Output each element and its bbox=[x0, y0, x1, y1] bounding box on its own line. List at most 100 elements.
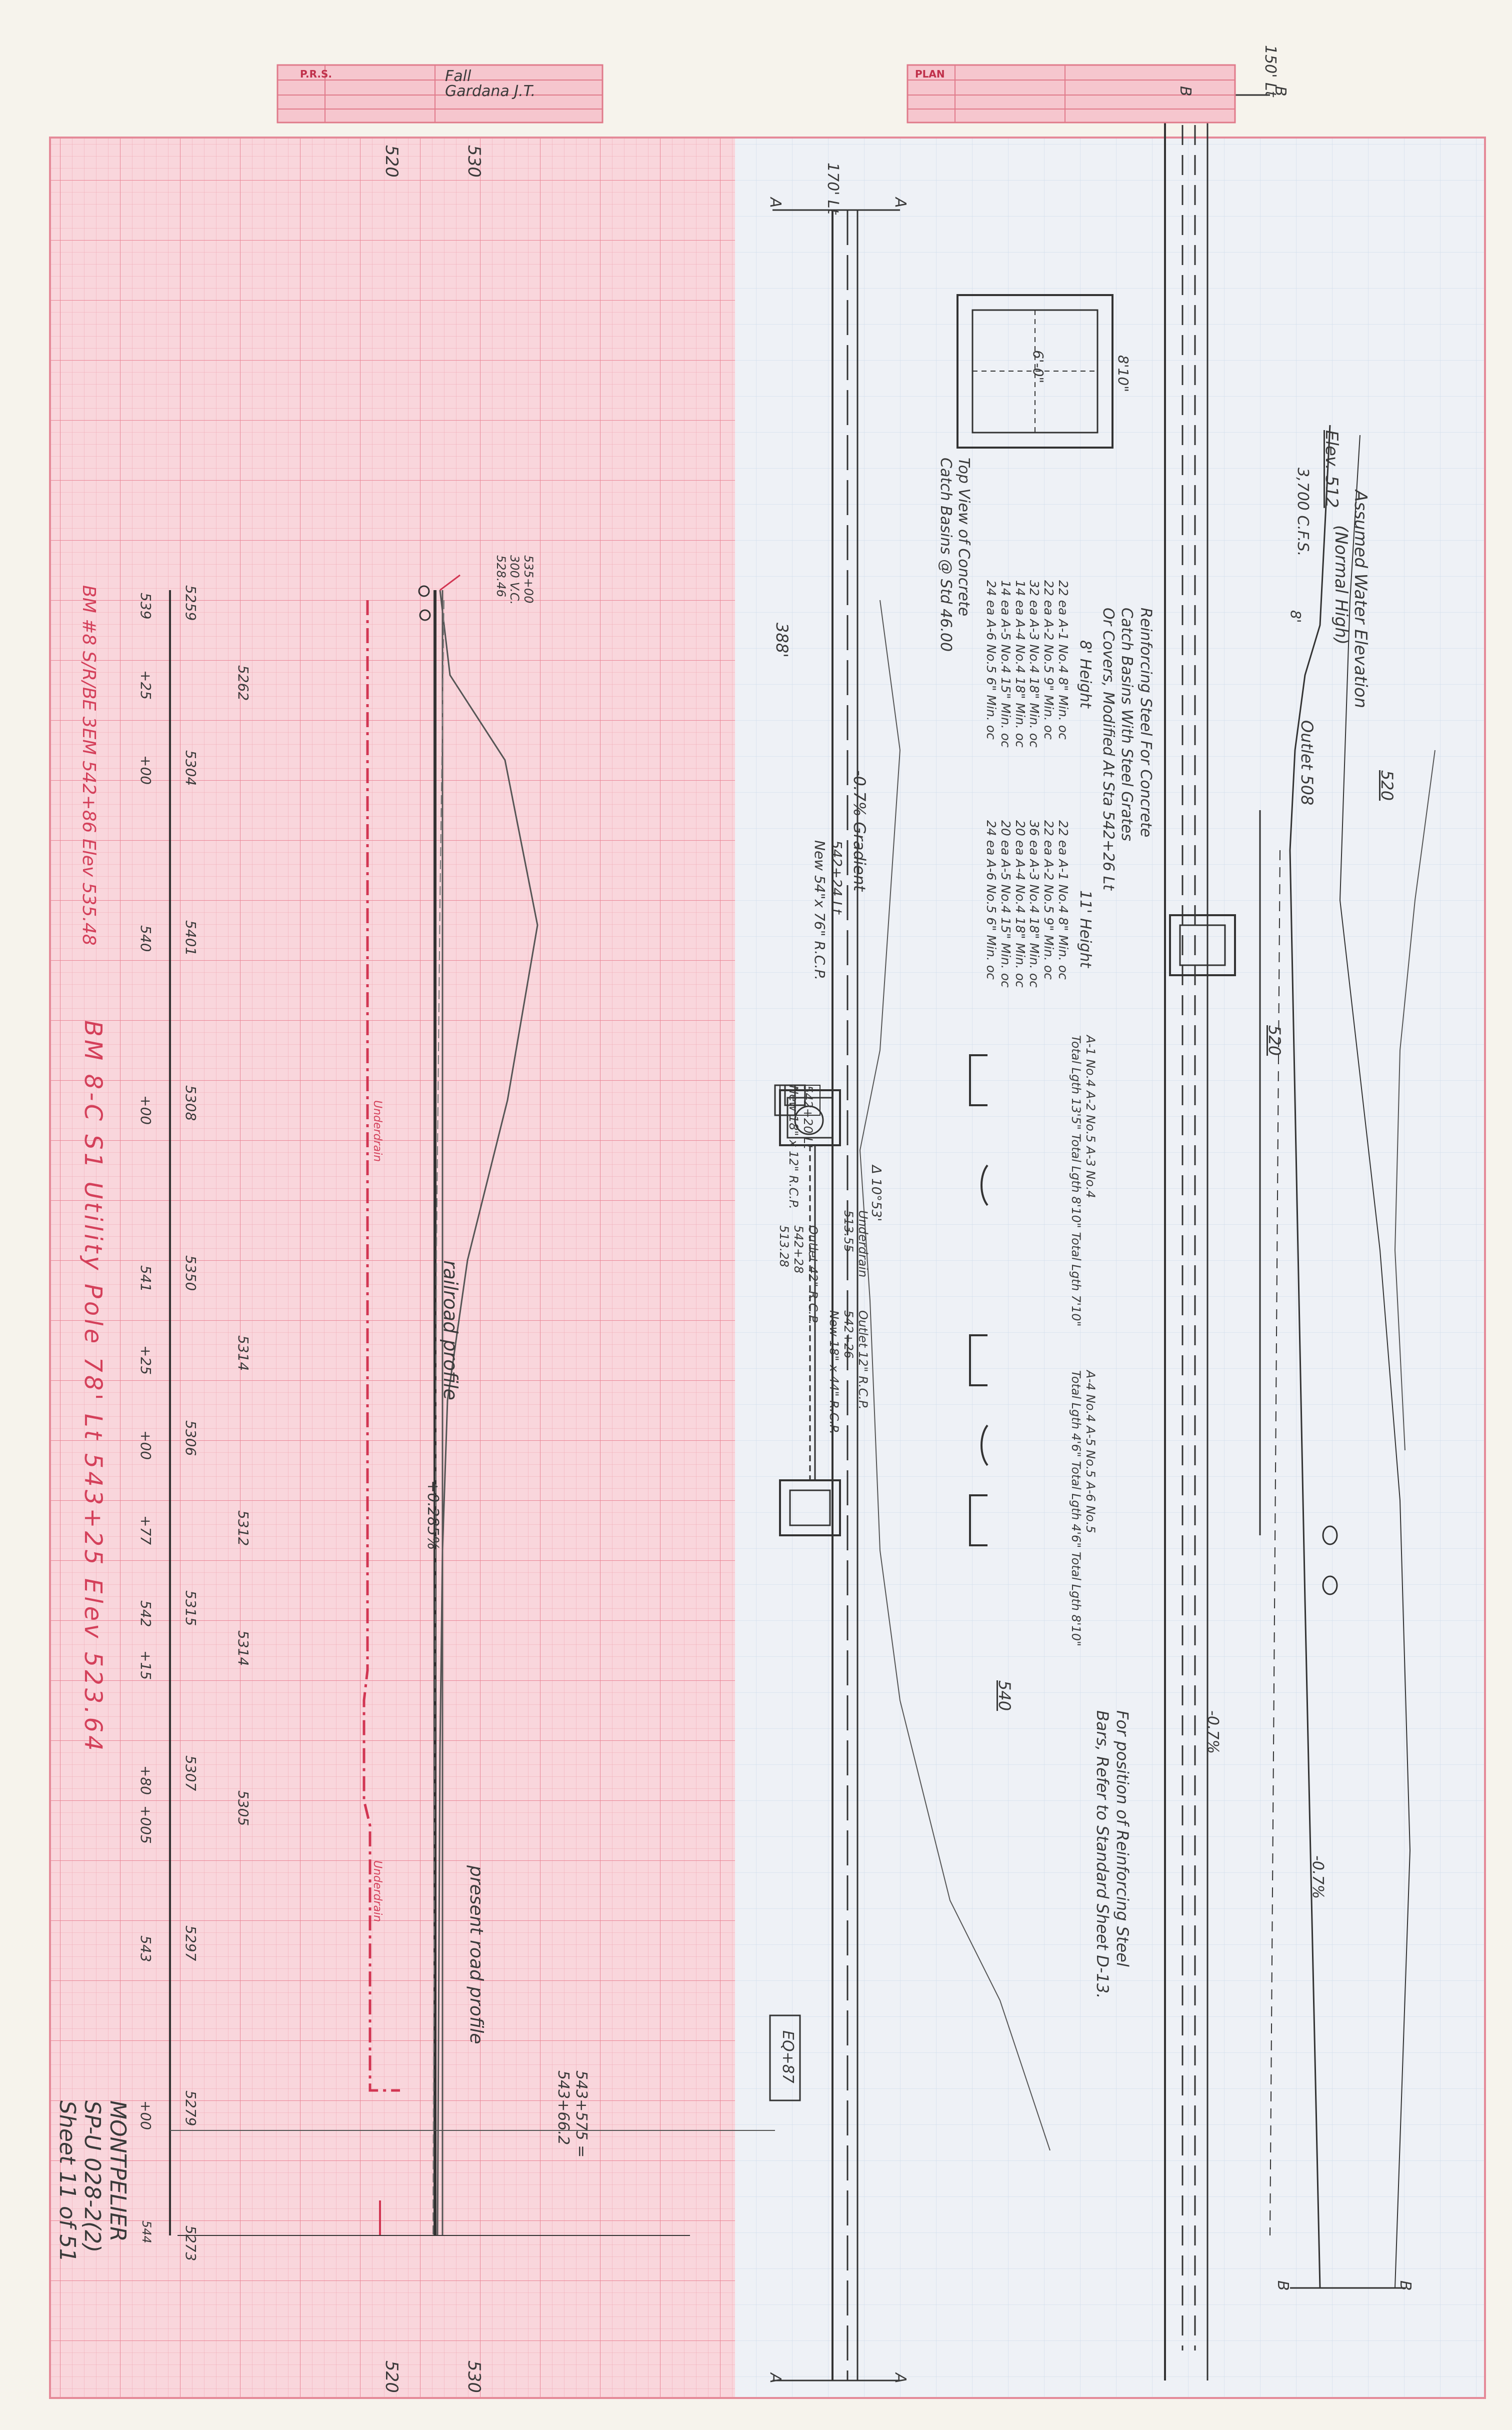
elev-5273: 5273 bbox=[182, 2225, 199, 2261]
pipe-label-2: 542+20 Lt New 18" x 12" R.C.P. bbox=[786, 1085, 815, 1209]
cfs: 3,700 C.F.S. bbox=[1294, 468, 1312, 557]
vc-note-3: 528.46 bbox=[494, 555, 508, 597]
underdrain-plan-label-b: 513.55 bbox=[842, 1210, 856, 1252]
station-540-50: +00 bbox=[138, 1095, 154, 1125]
elev-5307: 5307 bbox=[182, 1755, 199, 1791]
elev-5297: 5297 bbox=[182, 1925, 199, 1961]
elev-5401: 5401 bbox=[182, 920, 199, 956]
catch-basin-caption-1: Top View of Concrete bbox=[955, 458, 972, 617]
rebar-sketches bbox=[969, 1054, 988, 1546]
present-road-profile-label: present road profile bbox=[466, 1865, 486, 2044]
schedule-8-row-2: 22 ea A-2 No.5 9" Min. oc bbox=[1042, 580, 1056, 740]
outlet-2-label-a: Outlet 42" R.C.P. bbox=[806, 1225, 820, 1325]
note-reinforcing-position: For position of Reinforcing Steel Bars, … bbox=[1092, 1710, 1132, 1998]
structures bbox=[774, 914, 1236, 1536]
vc-note: 535+00 300 V.C. 528.46 bbox=[494, 555, 536, 605]
pipe-label-2-a: 542+20 Lt bbox=[801, 1085, 815, 1149]
elev-5306: 5306 bbox=[182, 1420, 199, 1456]
gradient-label: -0.7% Gradient bbox=[850, 770, 869, 892]
title-block-right-label: PLAN bbox=[915, 68, 945, 80]
elev-5304: 5304 bbox=[182, 750, 199, 786]
eq-box bbox=[769, 2014, 801, 2101]
station-541-77: +77 bbox=[138, 1515, 154, 1545]
sheet-title: MONTPELIER bbox=[105, 2100, 130, 2242]
station-539-50: +00 bbox=[138, 755, 154, 785]
sheet-title-block: MONTPELIER SP-U 028-2(2) Sheet 11 of 51 bbox=[54, 2100, 130, 2262]
schedule-8-row-4: 14 ea A-4 No.4 18" Min. oc bbox=[1012, 580, 1028, 748]
line-a-bottom-left: A bbox=[766, 2373, 784, 2383]
station-541-25: +25 bbox=[138, 1345, 154, 1375]
delta-label: Δ 10°53' bbox=[868, 1165, 884, 1222]
line-a-top-right: A bbox=[892, 198, 909, 208]
elev-5350: 5350 bbox=[182, 1255, 199, 1291]
sheet-number: SP-U 028-2(2) bbox=[80, 2100, 106, 2253]
ground-5305: 5305 bbox=[235, 1790, 252, 1826]
bar-header-2: A-4 No.4 A-5 No.5 A-6 No.5 Total Lgth 4'… bbox=[1068, 1370, 1098, 1646]
elev-5308: 5308 bbox=[182, 1085, 199, 1121]
station-542: 542 bbox=[138, 1600, 154, 1627]
bar-header-1-line-1: A-1 No.4 A-2 No.5 A-3 No.4 bbox=[1084, 1035, 1098, 1198]
station-539-25: +25 bbox=[138, 670, 154, 700]
catch-basin-caption-2: Catch Basins @ Std 46.00 bbox=[937, 458, 954, 652]
reinforcing-title-3: Or Covers, Modified At Sta 542+26 Lt bbox=[1100, 608, 1117, 891]
schedule-11-row-4: 20 ea A-4 No.4 18" Min. oc bbox=[1012, 820, 1028, 988]
schedule-11-row-2: 22 ea A-2 No.5 9" Min. oc bbox=[1042, 820, 1056, 980]
ground-5314-b: 5314 bbox=[235, 1630, 252, 1666]
station-note-1: 543+575 = bbox=[572, 2070, 590, 2158]
schedule-11-row-5: 20 ea A-5 No.4 15" Min. oc bbox=[998, 820, 1013, 988]
elev-530-top: 530 bbox=[464, 145, 484, 178]
outlet-2-label-b: 542+28 bbox=[792, 1225, 806, 1274]
contour-540: 540 bbox=[995, 1680, 1014, 1711]
pipe-label-3-c: New 18" x 44" R.C.P. bbox=[827, 1310, 842, 1434]
water-elevation-2: (Normal High) bbox=[1330, 525, 1351, 645]
grade-label: +0.285% bbox=[424, 1480, 442, 1550]
station-541: 541 bbox=[138, 1265, 154, 1292]
bar-header-2-line-1: A-4 No.4 A-5 No.5 A-6 No.5 bbox=[1084, 1370, 1098, 1533]
title-block-name: Fall bbox=[445, 68, 472, 85]
elev-530-bottom: 530 bbox=[464, 2360, 484, 2393]
elev-5259: 5259 bbox=[182, 585, 199, 621]
outlet-2-label-c: 513.28 bbox=[777, 1225, 792, 1267]
title-block-designer: Gardana J.T. bbox=[445, 83, 536, 100]
plan-contours bbox=[859, 600, 1436, 2151]
dim-8-10: 8'10" bbox=[1115, 355, 1132, 393]
station-540: 540 bbox=[138, 925, 154, 952]
vc-note-2: 300 V.C. bbox=[508, 555, 522, 605]
elev-5279: 5279 bbox=[182, 2090, 199, 2126]
road-a-lines bbox=[772, 209, 900, 2381]
schedule-11-row-1: 22 ea A-1 No.4 8" Min. oc bbox=[1056, 820, 1070, 980]
underdrain-label-2: Underdrain bbox=[371, 1860, 384, 1922]
underdrain-plan-label-a: Underdrain bbox=[856, 1210, 870, 1278]
schedule-11-height: 22 ea A-1 No.4 8" Min. oc 22 ea A-2 No.5… bbox=[984, 820, 1070, 988]
pipe-label-2-b: New 18" x 12" R.C.P. bbox=[786, 1085, 801, 1209]
schedule-8-height: 22 ea A-1 No.4 8" Min. oc 22 ea A-2 No.5… bbox=[984, 580, 1070, 748]
height-8: 8' Height bbox=[1076, 640, 1094, 709]
outlet-2-label: Outlet 42" R.C.P. 542+28 513.28 bbox=[777, 1225, 820, 1325]
note-line-1: For position of Reinforcing Steel bbox=[1113, 1710, 1132, 1967]
station-note: 543+575 = 543+66.2 bbox=[554, 2070, 590, 2157]
contour-520-a: 520 bbox=[1378, 770, 1396, 801]
schedule-8-row-6: 24 ea A-6 No.5 6" Min. oc bbox=[984, 580, 999, 740]
eq-label: EQ+87 bbox=[779, 2030, 796, 2083]
pipe-label-3-a: Outlet 12" R.C.P. bbox=[856, 1310, 870, 1410]
bar-header-1-line-2: Total Lgth 13'5" Total Lgth 8'10" Total … bbox=[1069, 1035, 1084, 1327]
station-542-80: +80 bbox=[138, 1765, 154, 1795]
schedule-8-row-1: 22 ea A-1 No.4 8" Min. oc bbox=[1056, 580, 1070, 740]
dim-6: 6'-0" bbox=[1030, 350, 1046, 384]
schedule-11-row-6: 24 ea A-6 No.5 6" Min. oc bbox=[984, 820, 999, 980]
bm-note-1: BM #8 S/R/BE 3EM 542+86 Elev 535.48 bbox=[78, 585, 99, 946]
reinforcing-title: Reinforcing Steel For Concrete Catch Bas… bbox=[1099, 608, 1156, 890]
station-note-2: 543+66.2 bbox=[554, 2070, 572, 2145]
line-a-bottom-right: A bbox=[892, 2373, 909, 2383]
ground-5262: 5262 bbox=[235, 665, 252, 701]
catch-basin-caption: Top View of Concrete Catch Basins @ Std … bbox=[936, 458, 972, 652]
offset-150: 150' Lt bbox=[1262, 45, 1279, 97]
offset-170: 170' Lt bbox=[824, 163, 842, 215]
road-b-lines bbox=[1164, 94, 1411, 2380]
water-elevation-1: Assumed Water Elevation bbox=[1350, 490, 1370, 709]
grade-pct-1: -0.7% bbox=[1204, 1710, 1222, 1754]
elev-5315: 5315 bbox=[182, 1590, 199, 1626]
station-539: 539 bbox=[138, 593, 154, 620]
